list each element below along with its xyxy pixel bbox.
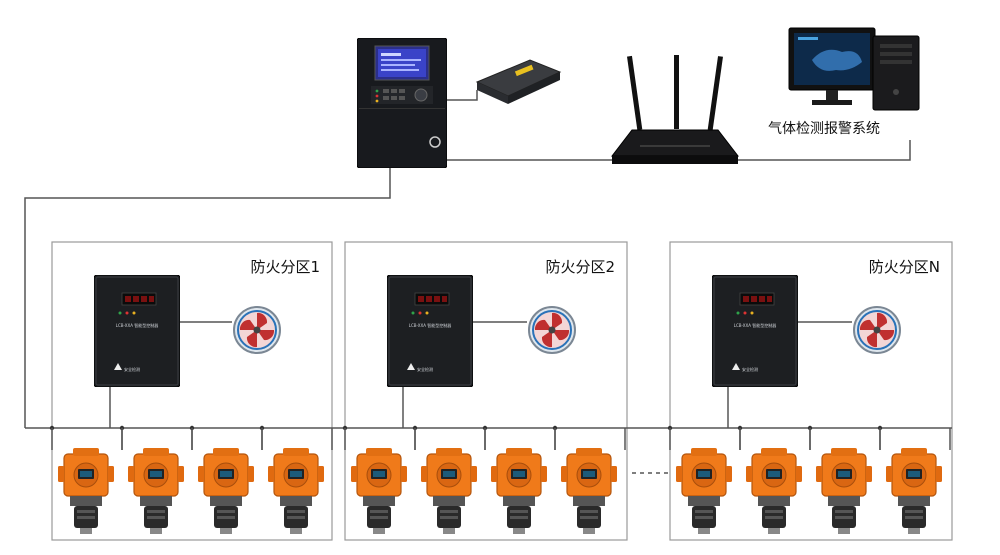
- zone-border: [51, 241, 333, 541]
- gas-detector-icon: [560, 447, 618, 535]
- central-controller: [357, 38, 447, 168]
- zone-label: 防火分区N: [869, 258, 940, 276]
- top-wiring: [24, 90, 911, 428]
- gas-detector-icon: [420, 447, 478, 535]
- zone-label: 防火分区1: [250, 258, 320, 276]
- network-module: [475, 59, 562, 104]
- system-label: 气体检测报警系统: [768, 121, 880, 137]
- zone-label: 防火分区2: [545, 258, 615, 276]
- panel-model-text: LCB-XXA 智能型控制器: [409, 322, 452, 328]
- exhaust-fan-icon: [853, 306, 901, 354]
- gas-detector-icon: [885, 447, 943, 535]
- gas-detector-icon: [745, 447, 803, 535]
- exhaust-fan-icon: [528, 306, 576, 354]
- gas-detector-icon: [350, 447, 408, 535]
- panel-model-text: LCB-XXA 智能型控制器: [734, 322, 777, 328]
- gas-detector-icon: [57, 447, 115, 535]
- zone-border: [344, 241, 628, 541]
- panel-brand-text: 安全检测: [417, 366, 433, 372]
- zone-border: [669, 241, 953, 541]
- gas-detector-icon: [675, 447, 733, 535]
- exhaust-fan-icon: [233, 306, 281, 354]
- gas-detector-icon: [267, 447, 325, 535]
- gas-detector-icon: [197, 447, 255, 535]
- panel-model-text: LCB-XXA 智能型控制器: [116, 322, 159, 328]
- panel-brand-text: 安全检测: [742, 366, 758, 372]
- gas-detector-icon: [127, 447, 185, 535]
- router: [610, 55, 740, 164]
- gas-detector-icon: [815, 447, 873, 535]
- panel-brand-text: 安全检测: [124, 366, 140, 372]
- zone-3-detectors: [667, 425, 951, 535]
- zone-2-detectors: [342, 425, 626, 535]
- zone-1-detectors: [49, 425, 333, 535]
- gas-detector-icon: [490, 447, 548, 535]
- monitoring-computer: [788, 27, 920, 111]
